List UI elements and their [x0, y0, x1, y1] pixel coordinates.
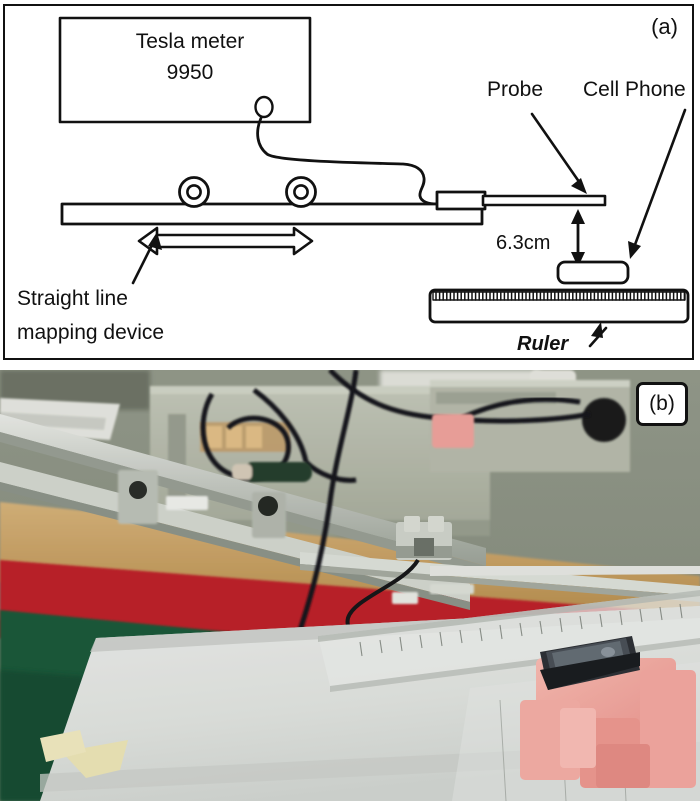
connector-port-icon — [254, 95, 274, 119]
bench-small-block-2 — [430, 584, 474, 594]
panel-b-label: (b) — [636, 382, 688, 426]
panel-a-schematic: (a) Tesla meter 9950 Probe Cell Phone 6.… — [3, 4, 694, 360]
probe-carriage-block — [396, 516, 452, 560]
tesla-meter-label: Tesla meter 9950 — [71, 30, 309, 86]
rail-end-fitting — [252, 492, 286, 538]
distance-label: 6.3cm — [496, 232, 551, 254]
double-headed-horizontal-arrow-icon — [137, 226, 314, 256]
bench-small-block — [392, 592, 418, 604]
cable-icon — [256, 116, 439, 206]
tesla-meter-model: 9950 — [166, 60, 214, 84]
straight-line-mapping-device-beam — [60, 202, 484, 226]
laboratory-photograph — [0, 370, 700, 801]
mapping-device-label: Straight line mapping device — [17, 287, 237, 346]
foam-support-assembly — [520, 658, 696, 788]
arrow-pointer-probe — [530, 112, 587, 194]
mapping-device-label-line2: mapping device — [17, 320, 165, 344]
double-headed-vertical-arrow-icon — [571, 209, 585, 267]
cell-phone-device — [540, 636, 640, 690]
wheel-icon-right — [285, 176, 317, 208]
wheel-icon-left — [178, 176, 210, 208]
cell-phone-body — [556, 260, 630, 285]
rail-label-sticker — [166, 496, 208, 510]
probe-rod — [481, 194, 607, 207]
cable-right-run — [460, 396, 581, 421]
schematic-drawing — [58, 16, 690, 348]
arrow-pointer-mapping-device — [131, 232, 162, 285]
mapping-device-label-line1: Straight line — [17, 287, 128, 310]
probe-label: Probe — [487, 78, 544, 101]
cable-coil-right — [582, 398, 626, 442]
rail-mounting-bracket — [118, 470, 158, 524]
paper-scrap-2 — [40, 730, 86, 762]
cable-connector-barrel — [232, 462, 312, 482]
cell-phone-label: Cell Phone — [583, 78, 686, 101]
arrow-pointer-ruler — [588, 322, 608, 348]
tesla-meter-name: Tesla meter — [135, 30, 245, 53]
probe-holder-block — [435, 190, 487, 211]
foam-block-upper — [432, 414, 474, 448]
ruler-label: Ruler — [517, 333, 569, 355]
ruler-with-graduations — [428, 288, 690, 324]
arrow-pointer-cell-phone — [628, 108, 687, 259]
panel-a-label: (a) — [651, 14, 678, 39]
probe-thin-rod — [430, 566, 700, 576]
panel-b-photograph: (b) — [0, 370, 700, 801]
